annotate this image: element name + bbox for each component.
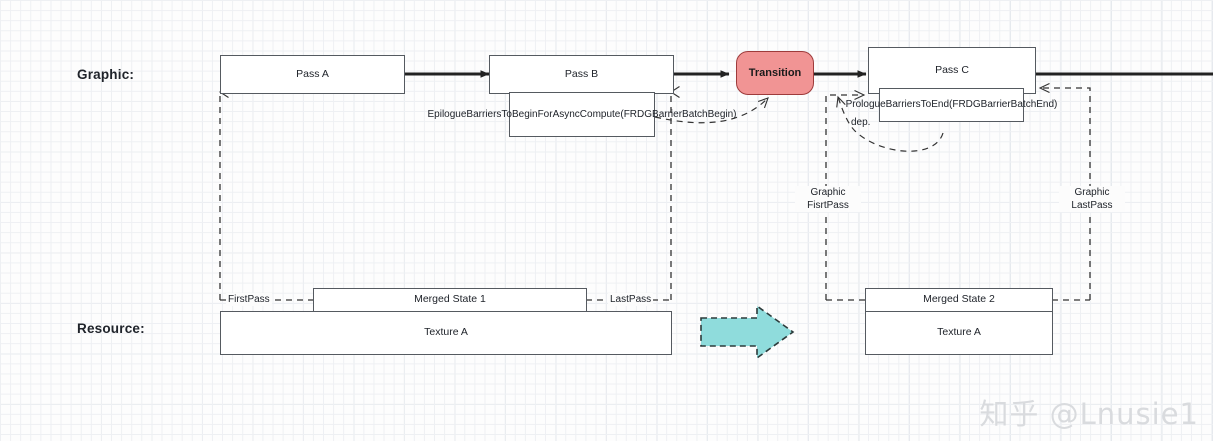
edge-label-first-pass: FirstPass bbox=[226, 293, 272, 306]
node-transition[interactable]: Transition bbox=[736, 51, 814, 95]
node-pass-a[interactable]: Pass A bbox=[220, 55, 405, 94]
edge-label-graphic-last-pass-line2: LastPass bbox=[1071, 200, 1113, 211]
watermark: 知乎 @Lnusie1 bbox=[979, 397, 1199, 431]
edge-label-graphic-first-pass: Graphic FisrtPass bbox=[795, 186, 861, 212]
node-texture-a-right[interactable]: Texture A bbox=[865, 311, 1053, 355]
edge-label-graphic-first-pass-line2: FisrtPass bbox=[807, 200, 849, 211]
transform-arrow bbox=[700, 304, 795, 360]
note-pass-c[interactable]: PrologueBarriersToEnd(FRDGBarrierBatchEn… bbox=[846, 88, 1057, 122]
row-label-resource: Resource: bbox=[77, 321, 145, 336]
edge-label-last-pass: LastPass bbox=[608, 293, 654, 306]
edge-last-pass bbox=[586, 86, 680, 301]
row-label-graphic: Graphic: bbox=[77, 67, 135, 82]
edge-graphic-last-pass bbox=[1038, 83, 1091, 301]
edge-first-pass bbox=[218, 86, 313, 301]
edge-label-dep: dep. bbox=[851, 117, 871, 128]
node-texture-a-left[interactable]: Texture A bbox=[220, 311, 672, 355]
edge-graphic-first-pass bbox=[825, 90, 866, 301]
node-merged-state-1[interactable]: Merged State 1 bbox=[313, 288, 587, 312]
node-merged-state-2[interactable]: Merged State 2 bbox=[865, 288, 1053, 312]
note-pass-b[interactable]: EpilogueBarriersToBeginForAsyncCompute(F… bbox=[428, 92, 737, 137]
edge-label-graphic-last-pass-line1: Graphic bbox=[1074, 187, 1110, 198]
node-pass-b[interactable]: Pass B bbox=[489, 55, 674, 94]
edge-dep bbox=[836, 95, 944, 152]
node-pass-c[interactable]: Pass C bbox=[868, 47, 1036, 94]
edge-note-b-to-transition bbox=[654, 97, 769, 124]
edge-label-graphic-last-pass: Graphic LastPass bbox=[1059, 186, 1125, 212]
edge-label-graphic-first-pass-line1: Graphic bbox=[810, 187, 846, 198]
